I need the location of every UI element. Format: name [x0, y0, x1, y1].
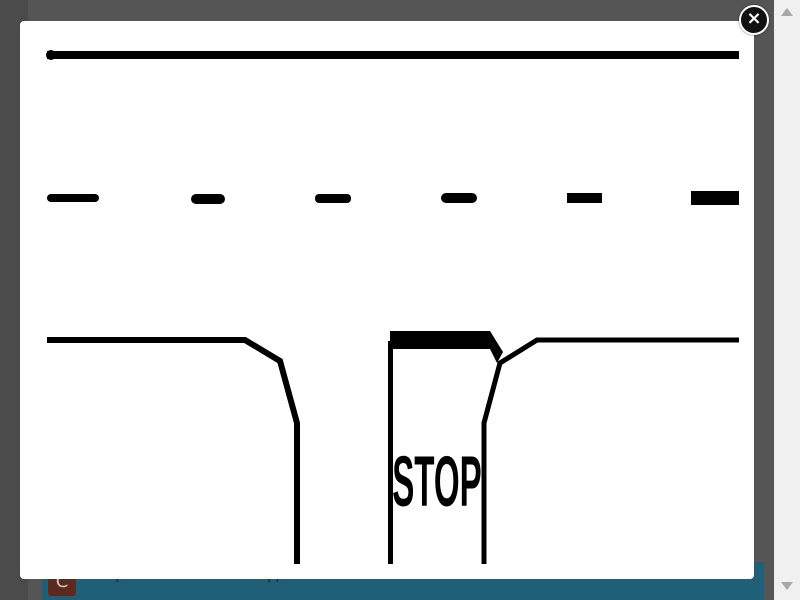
- right-curb-line: [481, 337, 739, 564]
- left-curb-line: [47, 337, 300, 564]
- dash-segment: [191, 194, 225, 204]
- road-marking-image: STOP: [35, 36, 739, 564]
- dash-segment: [47, 194, 99, 202]
- solid-edge-line: [47, 51, 739, 59]
- stop-line: [390, 331, 503, 363]
- close-icon[interactable]: ×: [739, 5, 769, 35]
- dashed-centre-line: [47, 191, 739, 205]
- dash-segment: [567, 193, 602, 203]
- line-start-dot: [46, 50, 56, 60]
- vertical-scrollbar[interactable]: [774, 0, 800, 600]
- dash-segment: [441, 193, 477, 203]
- lane-divider-line: [388, 341, 393, 564]
- dash-segment: [691, 191, 739, 205]
- scroll-up-arrow-icon[interactable]: [781, 8, 793, 16]
- image-lightbox: STOP: [20, 21, 754, 579]
- scroll-down-arrow-icon[interactable]: [781, 582, 793, 590]
- stop-pavement-text: STOP: [392, 442, 482, 522]
- road-marking-diagram: STOP: [46, 50, 739, 564]
- dash-segment: [315, 194, 351, 203]
